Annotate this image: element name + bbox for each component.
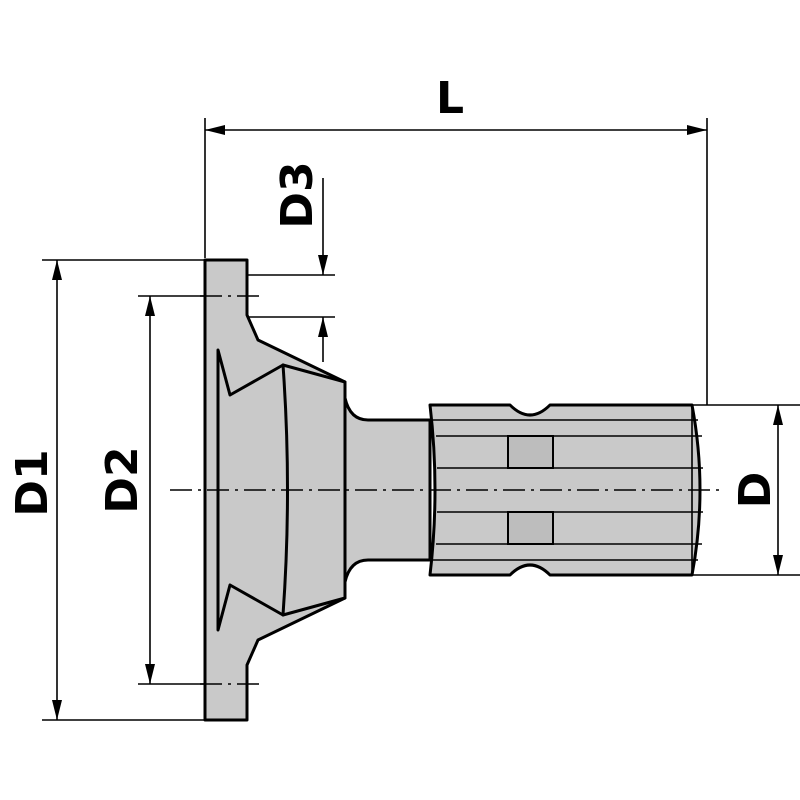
label-shaft-diameter: D	[730, 472, 781, 509]
flange-part	[200, 258, 703, 722]
dimension-shaft-diameter: D	[692, 404, 800, 576]
label-flange-diameter: D1	[7, 449, 58, 516]
dimension-bolt-circle: D2	[97, 295, 205, 685]
dimension-hole-diameter: D3	[247, 161, 335, 362]
spline-grooves	[432, 405, 703, 575]
shaft-neck	[343, 396, 432, 584]
label-hole-diameter: D3	[272, 161, 323, 228]
hub-face	[281, 363, 347, 617]
label-length: L	[436, 73, 464, 124]
dimension-length: L	[204, 73, 708, 405]
dimension-flange-diameter: D1	[7, 259, 205, 721]
label-bolt-circle: D2	[97, 446, 148, 513]
